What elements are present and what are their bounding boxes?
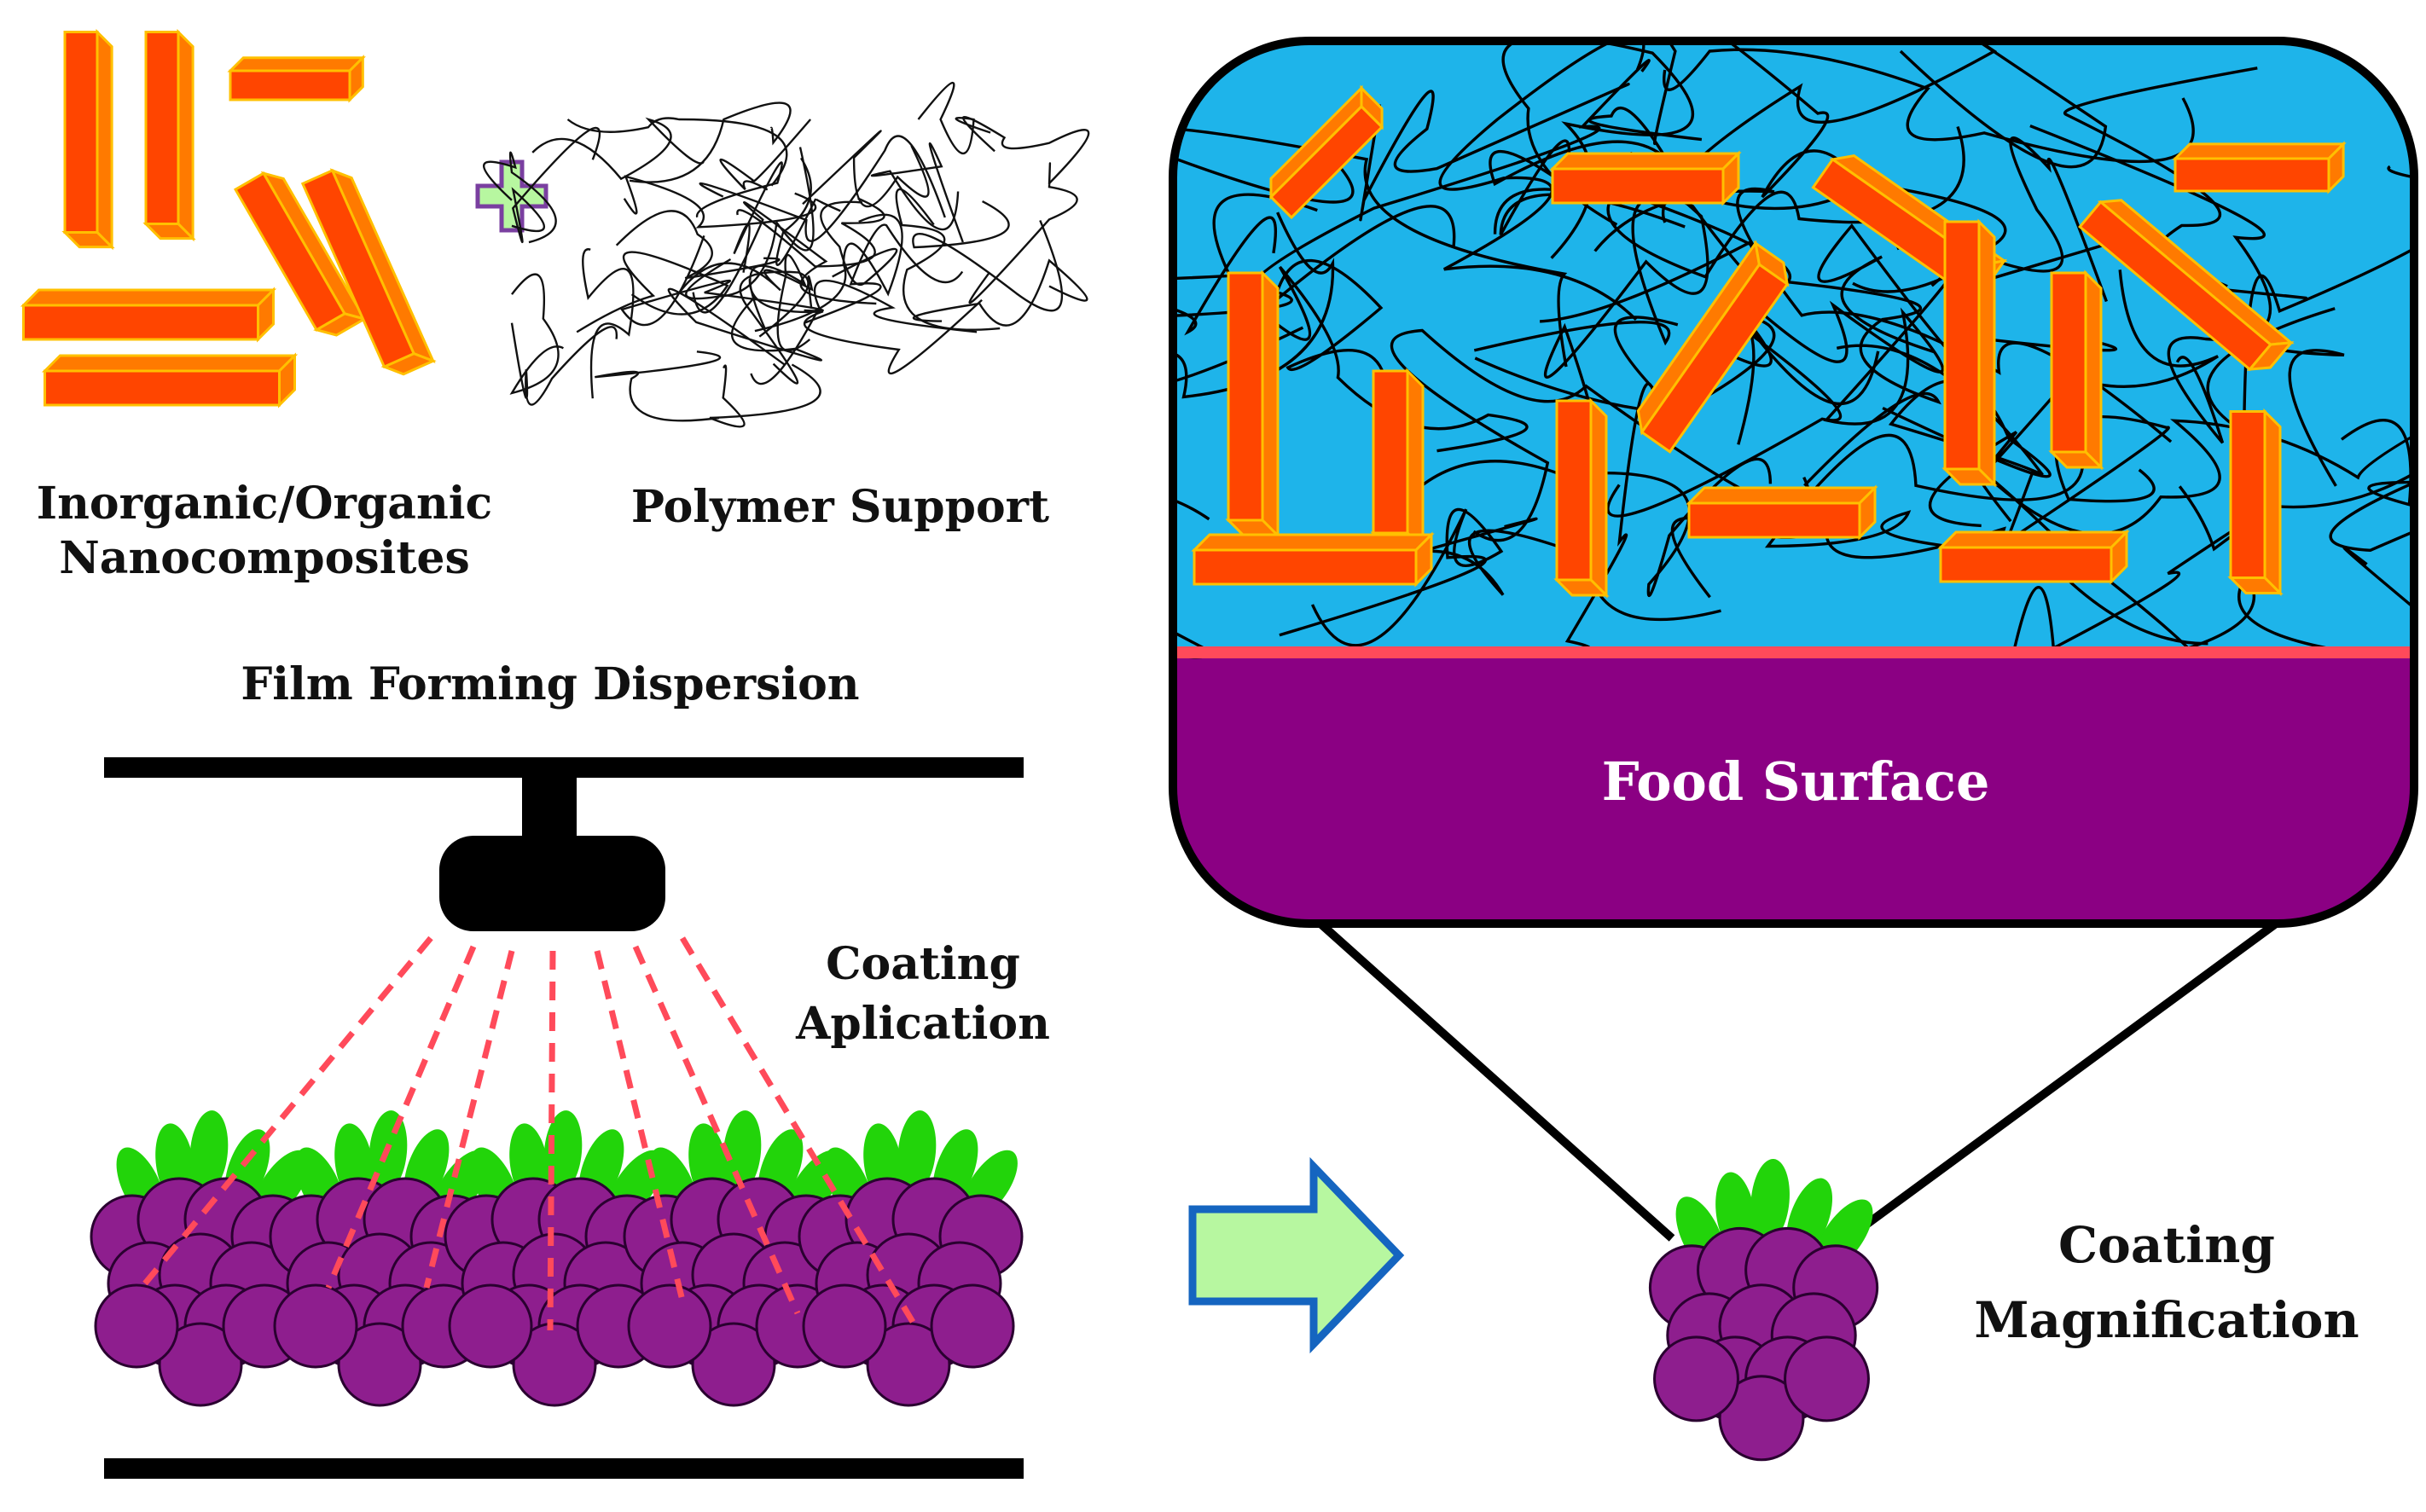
berry-drupelet [450, 1285, 531, 1367]
spray-line [550, 951, 553, 1330]
coating-nanorod [2052, 273, 2101, 467]
magnification-line-right [1848, 924, 2276, 1238]
polymer-strand [532, 119, 704, 179]
food-surface-label: Food Surface [1602, 750, 1990, 813]
magnified-berry-shape [1650, 1157, 1883, 1460]
coating-polymer-strand [918, 18, 1186, 240]
berry-drupelet [1785, 1337, 1869, 1421]
berry-drupelet [275, 1285, 357, 1367]
coating-application-label-line1: Coating [826, 938, 1020, 990]
sprayer-nozzle [439, 836, 665, 931]
coating-nanorod [1553, 154, 1738, 203]
coating-nanorod [1194, 535, 1431, 584]
coating-food-interface [1173, 646, 2414, 658]
coating-nanorod [1228, 273, 1278, 536]
coated-berries-row [91, 1109, 1029, 1405]
polymer-strand [595, 351, 720, 420]
polymer-strand [624, 177, 815, 227]
nanocomposites-label-line2: Nanocomposites [59, 532, 470, 584]
right-arrow-icon [1193, 1167, 1399, 1344]
nanorod [146, 32, 193, 239]
polymer-strand [512, 323, 617, 405]
coating-nanorod [1689, 488, 1875, 537]
coating-magnification-label-line2: Magnification [1974, 1291, 2359, 1349]
coating-nanorod [2175, 144, 2343, 191]
sprayer-stem [522, 778, 577, 839]
nanocomposite-rods-group [24, 32, 433, 406]
magnified-coating-panel: Food Surface [918, 1, 2426, 934]
coating-magnification-label-line1: Coating [2058, 1216, 2275, 1274]
berry-drupelet [1655, 1337, 1738, 1421]
nanorod [65, 32, 112, 247]
polymer-strand [710, 365, 821, 427]
nanorod [45, 356, 295, 405]
polymer-support-label: Polymer Support [631, 481, 1049, 533]
berry [799, 1109, 1029, 1405]
polymer-strand [568, 119, 787, 186]
magnification-line-left [1320, 924, 1672, 1238]
nanorod [230, 58, 363, 100]
bottom-bar [104, 1458, 1024, 1479]
film-forming-dispersion-label: Film Forming Dispersion [241, 658, 859, 710]
polymer-strand [751, 281, 977, 384]
coating-nanorod [1557, 401, 1606, 595]
berry-drupelet [932, 1285, 1013, 1367]
coating-nanorod [1941, 532, 2127, 582]
coating-nanorod [1373, 371, 1423, 548]
coating-application-label-line2: Aplication [795, 998, 1050, 1050]
polymer-strand [914, 260, 1087, 325]
polymer-strand [913, 201, 1062, 310]
magnified-berry [1650, 1157, 1883, 1460]
berry-drupelet [96, 1285, 177, 1367]
berry-drupelet [629, 1285, 711, 1367]
coating-nanorod [1945, 222, 1994, 484]
nanorod [24, 290, 274, 339]
coating-nanorod [2231, 412, 2280, 594]
berry-drupelet [804, 1285, 885, 1367]
polymer-strand [963, 117, 1088, 183]
nanocomposites-label-line1: Inorganic/Organic [37, 478, 492, 530]
polymer-support-strands [484, 83, 1088, 426]
polymer-strand [669, 289, 821, 365]
top-bar [104, 757, 1024, 778]
